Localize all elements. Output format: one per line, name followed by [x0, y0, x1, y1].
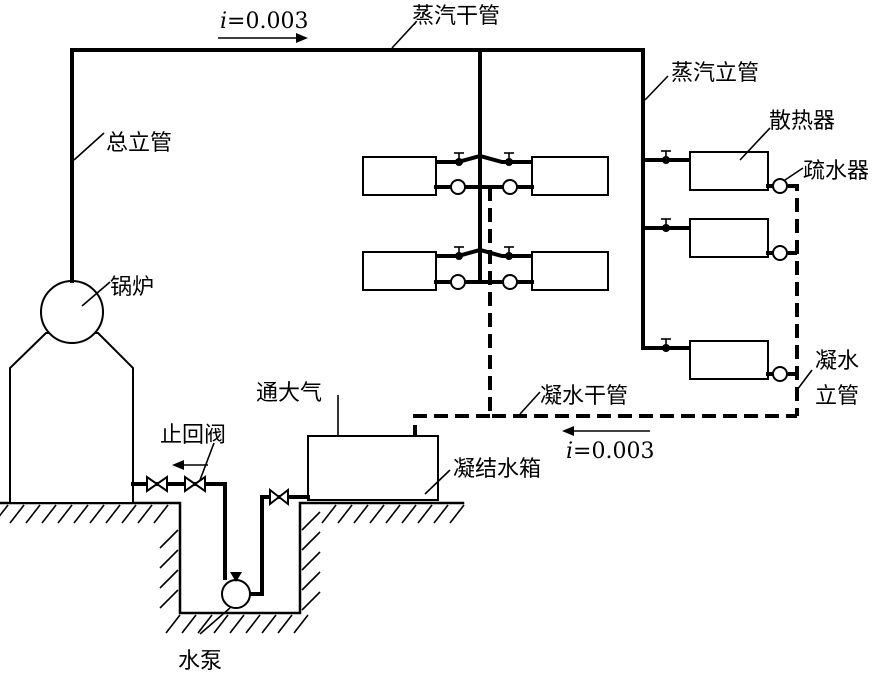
- check-valves: [146, 475, 289, 507]
- slope-steam-main: i=0.003: [220, 9, 308, 34]
- radiator: [362, 251, 437, 291]
- radiator: [689, 340, 769, 380]
- steam-trap: [772, 366, 788, 382]
- radiators: [362, 151, 769, 380]
- condensate-tank: [307, 435, 439, 501]
- label-steam-main: 蒸汽干管: [412, 4, 500, 29]
- radiator-valves: [454, 150, 671, 352]
- label-condensate-tank: 凝结水箱: [453, 457, 541, 482]
- label-radiator: 散热器: [769, 109, 835, 134]
- steam-trap: [450, 179, 466, 195]
- feed-piping: [131, 460, 310, 609]
- label-check-valve: 止回阀: [160, 423, 226, 448]
- radiator: [689, 218, 769, 258]
- boiler: [9, 280, 134, 504]
- radiator: [531, 156, 609, 196]
- radiator: [689, 151, 769, 191]
- steam-trap: [450, 274, 466, 290]
- leader-lines: [73, 21, 813, 635]
- steam-trap: [772, 245, 788, 261]
- steam-piping: [70, 48, 692, 350]
- slope-arrows: [218, 33, 650, 436]
- steam-trap: [502, 274, 518, 290]
- slope-condensate-main: i=0.003: [566, 439, 654, 464]
- label-steam-riser: 蒸汽立管: [671, 61, 759, 86]
- ground: [0, 501, 465, 634]
- condensate-piping: [413, 184, 799, 435]
- label-boiler: 锅炉: [110, 275, 154, 300]
- label-condensate-main: 凝水干管: [540, 384, 628, 409]
- pump: [221, 579, 251, 609]
- radiator: [362, 156, 437, 196]
- steam-traps: [450, 178, 788, 382]
- label-steam-trap: 疏水器: [803, 159, 869, 184]
- label-vent: 通大气: [256, 381, 322, 406]
- label-pump: 水泵: [178, 649, 222, 674]
- label-condensate-riser-1: 凝水: [815, 349, 859, 374]
- label-condensate-riser-2: 立管: [815, 384, 859, 409]
- radiator: [531, 251, 609, 291]
- label-main-riser: 总立管: [106, 131, 172, 156]
- steam-trap: [772, 178, 788, 194]
- steam-trap: [502, 179, 518, 195]
